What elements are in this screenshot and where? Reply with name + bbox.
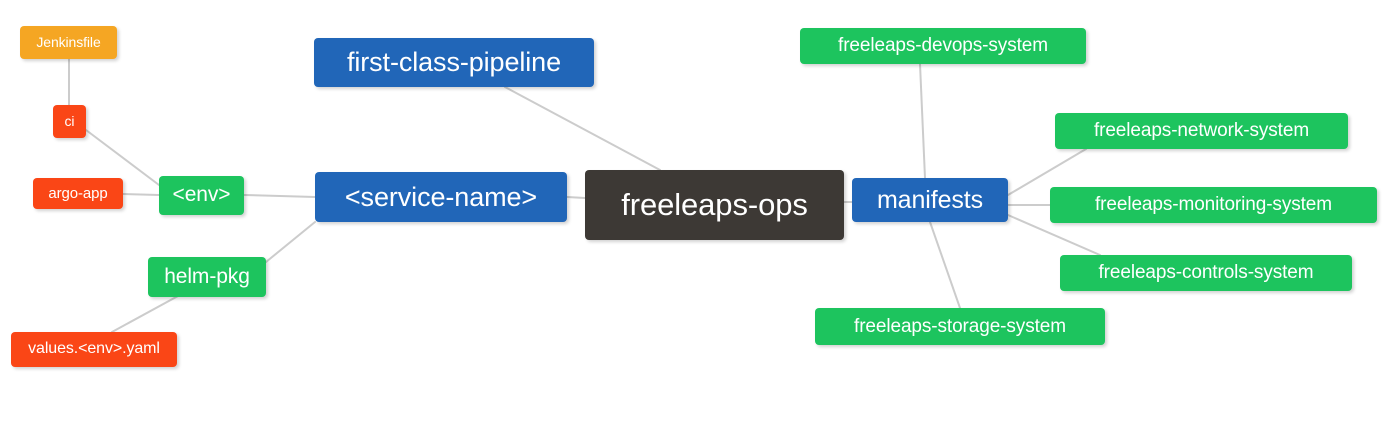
edge-service-name-to-freeleaps-ops xyxy=(566,196,586,199)
node-first-class-pipeline[interactable]: first-class-pipeline xyxy=(314,38,594,87)
node-label-ci: ci xyxy=(64,113,75,130)
node-argo-app[interactable]: argo-app xyxy=(33,178,123,209)
node-label-first-class-pipeline: first-class-pipeline xyxy=(346,47,562,78)
node-label-argo-app: argo-app xyxy=(48,184,108,202)
edge-first-class-pipeline-to-freeleaps-ops xyxy=(504,86,661,171)
node-jenkinsfile[interactable]: Jenkinsfile xyxy=(20,26,117,59)
node-ci[interactable]: ci xyxy=(53,105,86,138)
node-freeleaps-devops-system[interactable]: freeleaps-devops-system xyxy=(800,28,1086,64)
edge-ci-to-env xyxy=(85,129,160,186)
edge-env-to-service-name xyxy=(243,194,316,198)
node-label-freeleaps-network-system: freeleaps-network-system xyxy=(1093,120,1310,142)
node-freeleaps-network-system[interactable]: freeleaps-network-system xyxy=(1055,113,1348,149)
node-freeleaps-storage-system[interactable]: freeleaps-storage-system xyxy=(815,308,1105,345)
node-freeleaps-controls-system[interactable]: freeleaps-controls-system xyxy=(1060,255,1352,291)
edge-manifests-to-freeleaps-storage-system xyxy=(929,221,961,309)
edge-service-name-to-helm-pkg xyxy=(265,221,316,263)
node-label-manifests: manifests xyxy=(876,185,984,214)
node-label-freeleaps-ops: freeleaps-ops xyxy=(621,186,808,222)
node-label-freeleaps-devops-system: freeleaps-devops-system xyxy=(838,35,1048,57)
node-label-env: <env> xyxy=(172,183,231,207)
node-label-jenkinsfile: Jenkinsfile xyxy=(36,34,101,51)
node-label-values-yaml: values.<env>.yaml xyxy=(28,340,160,358)
node-label-freeleaps-monitoring-system: freeleaps-monitoring-system xyxy=(1095,194,1332,216)
node-values-yaml[interactable]: values.<env>.yaml xyxy=(11,332,177,367)
node-helm-pkg[interactable]: helm-pkg xyxy=(148,257,266,297)
node-manifests[interactable]: manifests xyxy=(852,178,1008,222)
node-freeleaps-monitoring-system[interactable]: freeleaps-monitoring-system xyxy=(1050,187,1377,223)
edge-argo-app-to-env xyxy=(122,193,160,196)
node-label-service-name: <service-name> xyxy=(344,181,538,212)
edge-manifests-to-freeleaps-devops-system xyxy=(919,63,926,179)
node-label-freeleaps-controls-system: freeleaps-controls-system xyxy=(1098,262,1314,284)
node-freeleaps-ops[interactable]: freeleaps-ops xyxy=(585,170,844,240)
node-label-freeleaps-storage-system: freeleaps-storage-system xyxy=(854,315,1066,337)
edge-helm-pkg-to-values-yaml xyxy=(111,295,179,333)
node-service-name[interactable]: <service-name> xyxy=(315,172,567,222)
node-label-helm-pkg: helm-pkg xyxy=(164,264,250,288)
node-env[interactable]: <env> xyxy=(159,176,244,215)
